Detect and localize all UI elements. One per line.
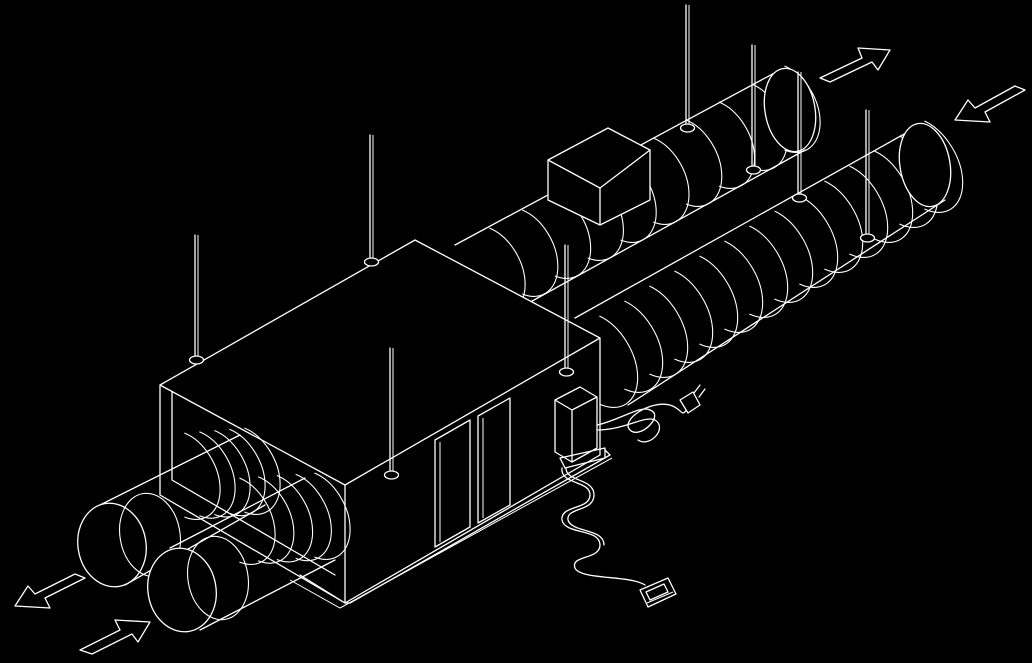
duct-end-cap	[77, 502, 147, 588]
airflow-arrows	[14, 47, 1026, 655]
control-box	[554, 386, 606, 469]
duct-rib	[239, 477, 276, 565]
duct-end-cap	[147, 547, 217, 633]
duct-rib	[685, 119, 723, 207]
duct-rib	[624, 300, 664, 393]
hanger-rod	[363, 134, 380, 267]
plug-icon	[679, 384, 706, 414]
hanger-rod	[558, 244, 575, 377]
duct-rib	[314, 472, 351, 560]
front-lower-duct	[147, 472, 351, 633]
rear-ducts	[454, 65, 964, 408]
service-panel-1	[434, 419, 471, 548]
duct-rib	[718, 101, 756, 189]
wall-controller	[639, 577, 677, 608]
duct-fan-box	[547, 127, 651, 226]
arrow-in-top-icon	[954, 85, 1026, 123]
duct-rib	[799, 195, 839, 288]
controller-cable	[561, 467, 646, 586]
hanger-rod	[188, 234, 205, 365]
hanger-rod	[745, 44, 762, 175]
duct-end-cap	[763, 67, 817, 153]
duct-rib	[295, 473, 332, 562]
duct-rib	[257, 476, 295, 564]
service-panel-2	[477, 397, 511, 524]
duct-rib	[674, 270, 714, 363]
duct-rib	[276, 474, 314, 563]
duct-rib	[599, 315, 639, 408]
front-ducts	[77, 427, 351, 633]
ventilation-unit-casing	[159, 239, 613, 609]
duct-rib	[229, 428, 266, 517]
duct-rib	[184, 432, 221, 520]
hanger-rod	[679, 4, 696, 133]
duct-rib	[924, 120, 964, 213]
arrow-out-bottom-icon	[14, 573, 86, 609]
power-cord-with-plug	[596, 384, 706, 443]
hanger-rod	[859, 109, 876, 243]
hanger-rod	[791, 71, 808, 203]
duct-rib	[724, 240, 764, 333]
duct-end-cap	[898, 122, 952, 208]
duct-rib	[699, 255, 739, 348]
duct-rib	[187, 535, 249, 621]
duct-rib	[521, 209, 559, 297]
duct-rib	[649, 285, 689, 378]
duct-rib	[653, 137, 690, 225]
arrow-in-bottom-icon	[79, 619, 151, 655]
rear-lower-duct	[574, 120, 964, 408]
hanger-rods	[188, 4, 876, 480]
duct-rib	[774, 210, 814, 303]
duct-rib	[749, 225, 789, 318]
duct-rib	[824, 180, 864, 273]
front-upper-duct	[77, 427, 281, 588]
hanger-rod	[383, 347, 400, 480]
arrow-out-top-icon	[819, 47, 891, 83]
duct-rib	[244, 427, 281, 515]
duct-rib	[199, 431, 236, 519]
duct-rib	[874, 150, 914, 243]
